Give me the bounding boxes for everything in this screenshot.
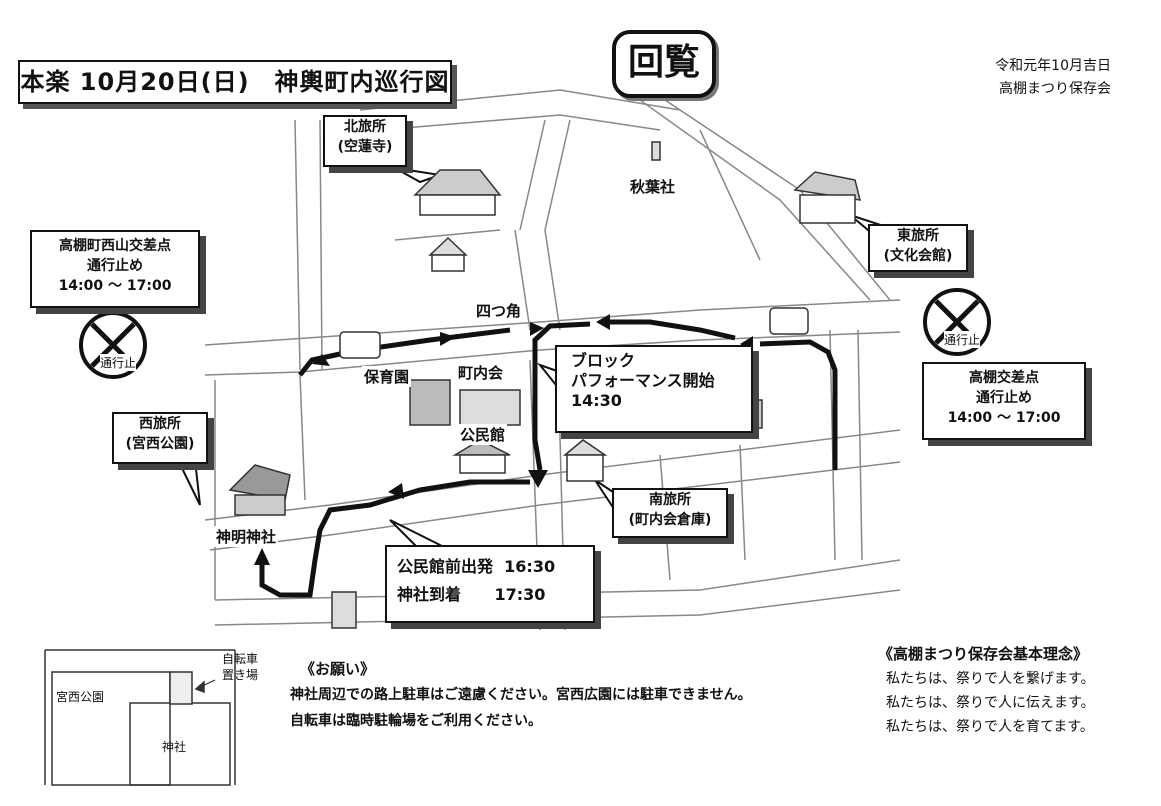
callout-west-stop: 西旅所 (宮西公園) (112, 412, 208, 464)
no-entry-text-east: 通行止 (944, 331, 981, 348)
closure-east-line1: 高棚交差点 (969, 370, 1039, 386)
callout-east-stop: 東旅所 (文化会館) (868, 224, 968, 272)
philosophy-item-1: 私たちは、祭りで人を繋げます。 (886, 671, 1095, 687)
callout-performance: ブロック パフォーマンス開始 14:30 (555, 345, 753, 433)
label-yotsukado: 四つ角 (474, 300, 524, 321)
label-chonaikai: 町内会 (456, 362, 506, 383)
notice-line-1: 神社周辺での路上駐車はご遠慮ください。宮西広園には駐車できません。 (290, 687, 752, 703)
label-shinmei-shrine: 神明神社 (214, 526, 279, 547)
north-stop-sub: (空蓮寺) (337, 139, 393, 155)
buildings (228, 141, 862, 629)
procession-route (259, 319, 838, 598)
depart-time: 16:30 (504, 557, 556, 576)
route-arrow-heads (254, 314, 753, 565)
arrive-time: 17:30 (494, 585, 546, 604)
inset-bike-label-1: 自転車 (222, 652, 259, 666)
page-title: 本楽 10月20日(日) 神輿町内巡行図 (18, 60, 452, 104)
arrive-label: 神社到着 (397, 585, 462, 604)
callout-south-stop: 南旅所 (町内会倉庫) (612, 488, 728, 538)
closure-east-line2: 通行止め (976, 390, 1032, 406)
performance-time: 14:30 (571, 391, 622, 410)
closure-west-line1: 高棚町西山交差点 (59, 238, 171, 254)
inset-map (44, 649, 236, 786)
callout-closure-west: 高棚町西山交差点 通行止め 14:00 ～ 17:00 (30, 230, 200, 308)
label-hoikuen: 保育園 (362, 366, 412, 387)
label-akiba-shrine: 秋葉社 (628, 176, 678, 197)
inset-shrine-label: 神社 (162, 740, 187, 754)
performance-line1: ブロック (571, 351, 636, 370)
callout-north-stop: 北旅所 (空蓮寺) (323, 115, 407, 167)
north-stop-name: 北旅所 (344, 119, 386, 135)
depart-label: 公民館前出発 (397, 557, 494, 576)
closure-east-time: 14:00 ～ 17:00 (947, 410, 1061, 426)
philosophy-item-3: 私たちは、祭りで人を育てます。 (886, 719, 1094, 735)
closure-west-line2: 通行止め (87, 258, 143, 274)
callout-closure-east: 高棚交差点 通行止め 14:00 ～ 17:00 (922, 362, 1086, 440)
west-stop-sub: (宮西公園) (125, 436, 195, 452)
closure-west-time: 14:00 ～ 17:00 (58, 278, 172, 294)
notice-line-2: 自転車は臨時駐輪場をご利用ください。 (290, 713, 542, 729)
philosophy-item-2: 私たちは、祭りで人に伝えます。 (886, 695, 1095, 711)
notice-title: 《お願い》 (300, 660, 376, 678)
circulation-badge: 回覧 (612, 30, 716, 98)
east-stop-name: 東旅所 (897, 228, 939, 244)
inset-bike-label-2: 置き場 (222, 668, 259, 682)
no-entry-text-west: 通行止 (100, 354, 137, 371)
south-stop-sub: (町内会倉庫) (628, 512, 712, 528)
performance-line2: パフォーマンス開始 (571, 371, 715, 390)
issue-date: 令和元年10月吉日 (995, 58, 1111, 74)
east-stop-sub: (文化会館) (883, 248, 953, 264)
inset-park-label: 宮西公園 (56, 690, 105, 704)
south-stop-name: 南旅所 (649, 492, 691, 508)
organization-name: 高棚まつり保存会 (999, 81, 1111, 97)
philosophy-title: 《高棚まつり保存会基本理念》 (878, 645, 1089, 663)
west-stop-name: 西旅所 (139, 416, 181, 432)
callout-schedule: 公民館前出発 16:30 神社到着 17:30 (385, 545, 595, 623)
label-kominkan: 公民館 (458, 424, 508, 445)
